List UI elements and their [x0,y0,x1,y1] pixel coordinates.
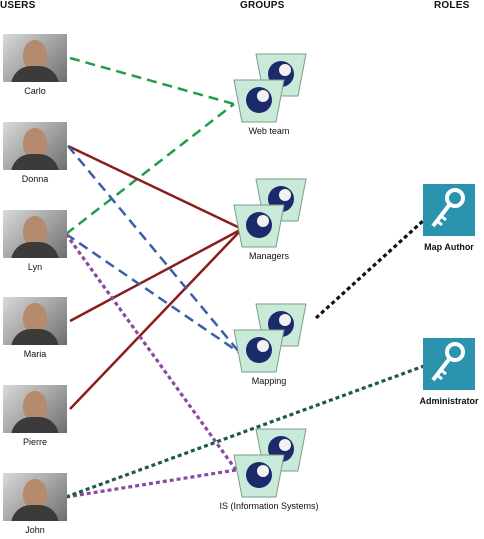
user-photo [3,385,67,433]
membership-line [69,228,243,410]
membership-line [65,103,235,235]
roles-header: ROLES [434,0,470,11]
user-name: Donna [21,174,49,184]
user-card[interactable]: Pierre [0,385,70,447]
user-card[interactable]: Lyn [0,210,70,272]
membership-line [69,227,243,323]
user-photo [3,122,67,170]
user-card[interactable]: Maria [0,297,70,359]
user-photo [3,210,67,258]
user-name: Lyn [27,262,43,272]
group-icon [233,53,307,123]
role-node[interactable]: Map Author [404,184,484,252]
group-node[interactable]: IS (Information Systems) [194,427,344,511]
user-photo [3,297,67,345]
user-card[interactable]: John [0,473,70,535]
group-icon [233,178,307,248]
user-name: Pierre [22,437,47,447]
membership-line [67,145,241,354]
role-name: Administrator [419,396,479,406]
membership-line [65,468,237,499]
group-name: Managers [248,251,290,261]
user-name: Maria [23,349,47,359]
key-icon [423,184,475,236]
role-assignment-line [65,364,425,499]
group-icon [233,428,307,498]
key-icon [423,338,475,390]
group-name: IS (Information Systems) [219,501,319,511]
user-photo [3,34,67,82]
group-name: Web team [248,126,290,136]
user-photo [3,473,67,521]
group-node[interactable]: Web team [194,52,344,136]
user-card[interactable]: Carlo [0,34,70,96]
group-name: Mapping [251,376,287,386]
group-icon [233,303,307,373]
role-assignment-line [314,218,426,320]
membership-line [69,56,235,106]
membership-line [67,144,243,231]
user-name: Carlo [24,86,46,96]
group-node[interactable]: Managers [194,177,344,261]
groups-header: GROUPS [240,0,285,11]
role-node[interactable]: Administrator [404,338,484,406]
role-name: Map Author [424,242,474,252]
user-name: John [25,525,45,535]
membership-line [65,232,241,355]
users-header: USERS [0,0,36,11]
user-card[interactable]: Donna [0,122,70,184]
group-node[interactable]: Mapping [194,302,344,386]
